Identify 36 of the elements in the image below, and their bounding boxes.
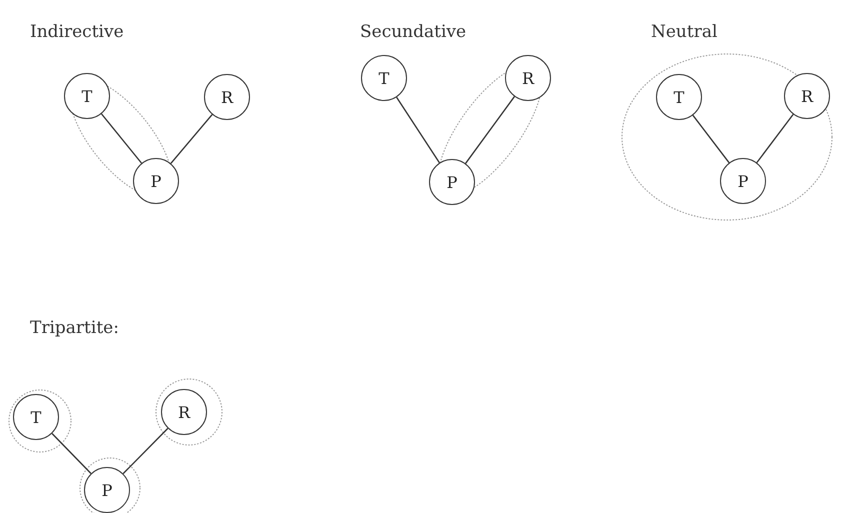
connector-line <box>100 113 142 164</box>
connector-line <box>396 96 440 164</box>
node-letter: T <box>82 86 92 106</box>
node-letter: R <box>178 402 190 422</box>
node-letter: R <box>522 68 534 88</box>
node-circle <box>505 55 551 101</box>
node-letter: R <box>220 88 234 106</box>
node-circle <box>64 73 110 119</box>
panel-heading: Indirective <box>30 22 124 42</box>
node-letter: P <box>446 172 458 192</box>
node-circle <box>133 158 179 204</box>
node-circle <box>656 74 702 120</box>
node-circle <box>720 158 766 204</box>
node-letter: T <box>30 408 42 426</box>
node-letter: P <box>102 480 112 500</box>
node-letter: T <box>378 68 390 88</box>
node-circle <box>361 55 407 101</box>
node-circle <box>429 159 475 205</box>
node-circle <box>13 394 59 440</box>
connector-line <box>170 114 213 164</box>
node-circle <box>161 389 207 435</box>
panel-heading: Secundative <box>360 22 466 42</box>
panel-heading: Neutral <box>651 22 718 42</box>
node-letter: T <box>674 88 684 106</box>
panel-heading: Tripartite: <box>30 318 119 338</box>
connector-line <box>692 114 730 164</box>
node-letter: R <box>800 86 814 106</box>
node-circle <box>204 74 250 120</box>
node-circle <box>84 467 130 513</box>
connector-line <box>52 433 92 474</box>
connector-line <box>465 96 515 164</box>
node-letter: P <box>150 172 162 190</box>
connector-line <box>122 428 168 474</box>
connector-line <box>756 114 794 164</box>
node-circle <box>784 73 830 119</box>
node-letter: P <box>738 172 748 190</box>
